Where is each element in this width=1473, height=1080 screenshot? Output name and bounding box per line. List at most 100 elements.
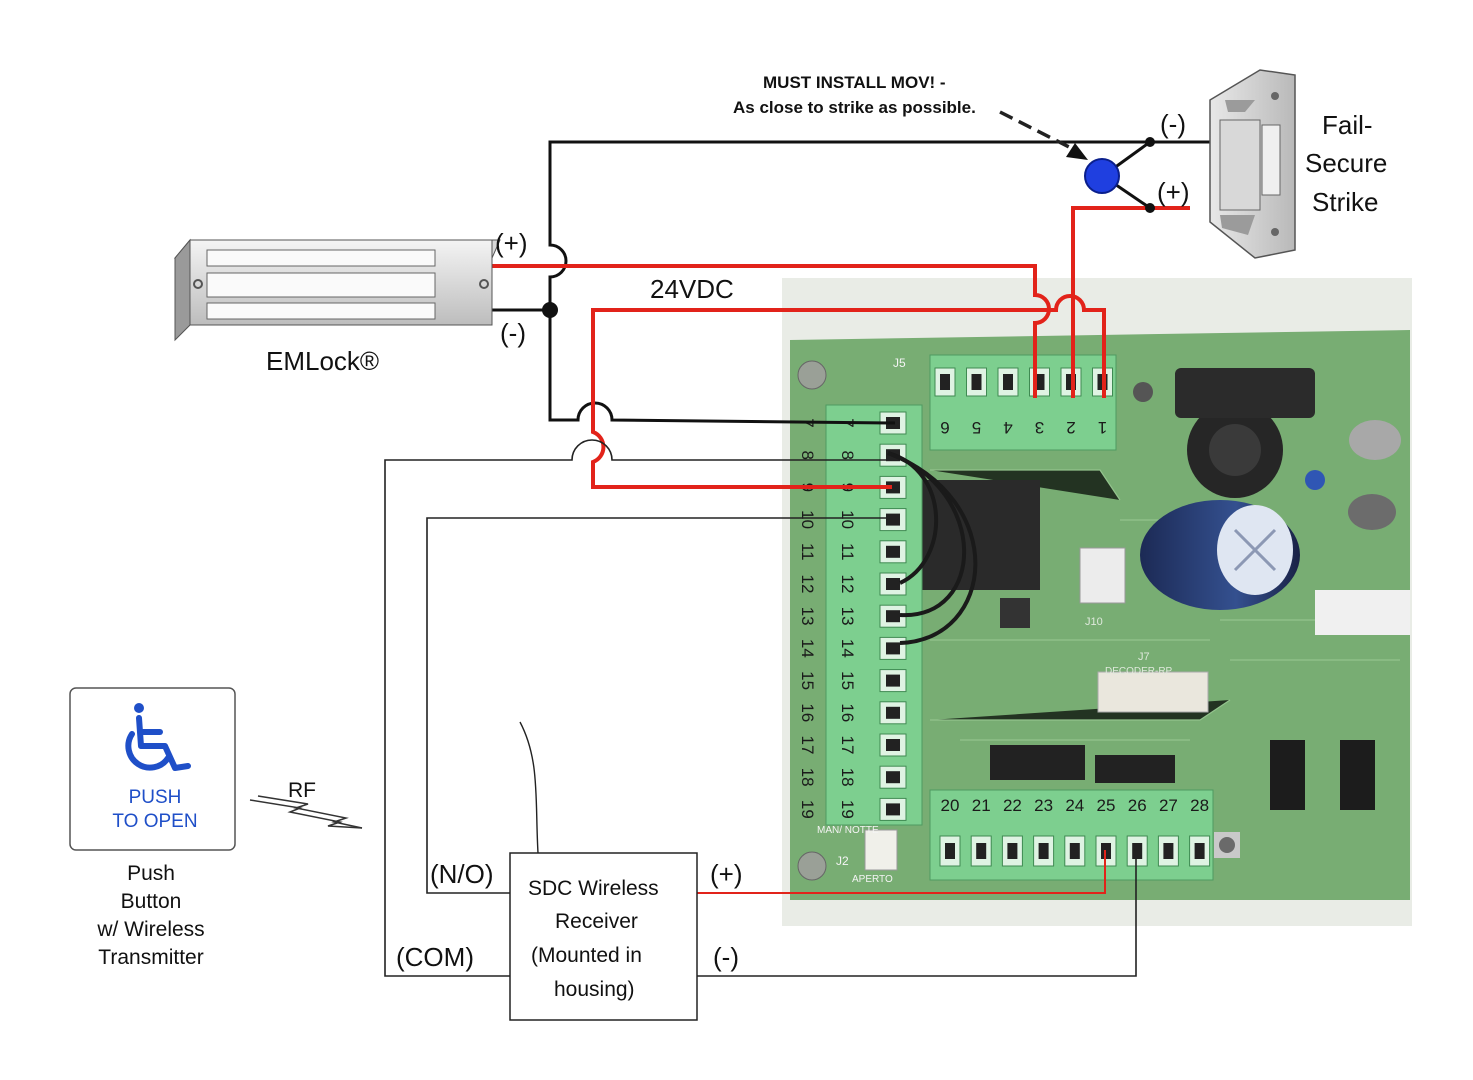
mov-arrow: [999, 110, 1076, 152]
labels: MUST INSTALL MOV! - As close to strike a…: [96, 73, 1387, 1001]
terminal-number: 16: [798, 703, 817, 722]
terminal-26[interactable]: 26: [1126, 796, 1148, 867]
terminal-number: 24: [1065, 796, 1084, 815]
receiver-positive-wire: [697, 850, 1106, 894]
strike-title-line3: Strike: [1312, 187, 1378, 217]
j7-label: J7: [1138, 651, 1150, 663]
relay-rl4: [1095, 755, 1175, 783]
terminal-28[interactable]: 28: [1189, 796, 1211, 867]
emlock-positive-wire: [492, 264, 1051, 398]
ic-chip: [1340, 740, 1375, 810]
no-wire: [426, 517, 893, 894]
board-sticker: [1315, 590, 1410, 635]
j7-sub-label: DECODER-RP: [1105, 666, 1173, 677]
terminal-number: 21: [972, 796, 991, 815]
receiver-label-line1: SDC Wireless: [528, 877, 659, 900]
terminal-number: 13: [798, 607, 817, 626]
receiver-antenna: [519, 721, 539, 854]
strike-title-line2: Secure: [1305, 148, 1387, 178]
receiver-com-label: (COM): [396, 942, 474, 972]
com-wire: [384, 439, 893, 977]
push-caption-line2: Button: [121, 890, 182, 913]
terminal-number: 5: [972, 418, 981, 437]
terminal-number: 16: [838, 703, 857, 722]
terminal-number: 2: [1066, 418, 1075, 437]
emlock-positive-label: (+): [495, 228, 528, 258]
terminal-number: 14: [838, 639, 857, 658]
mov-component: [1084, 158, 1120, 194]
relay: [920, 480, 1040, 590]
negative-bus-wire: [548, 140, 1150, 425]
terminal-4[interactable]: 4: [997, 367, 1019, 437]
terminal-number: 18: [798, 768, 817, 787]
man-notte-label: MAN/ NOTTE: [817, 825, 879, 836]
terminal-number: 19: [798, 800, 817, 819]
aperto-label: APERTO: [852, 874, 893, 885]
terminal-number: 23: [1034, 796, 1053, 815]
terminal-number: 27: [1159, 796, 1178, 815]
terminal-number: 22: [1003, 796, 1022, 815]
j10-label: J10: [1085, 616, 1103, 628]
push-button-text2: TO OPEN: [112, 811, 197, 832]
terminal-22[interactable]: 22: [1001, 796, 1023, 867]
receiver-label-line2: Receiver: [555, 910, 638, 933]
terminal-20[interactable]: 20: [939, 796, 961, 867]
j2-connector: [864, 829, 898, 871]
terminal-21[interactable]: 21: [970, 796, 992, 867]
terminal-5[interactable]: 5: [966, 367, 987, 437]
terminal-6[interactable]: 6: [934, 367, 956, 437]
terminal-number: 4: [1003, 418, 1012, 437]
screw-icon: [479, 279, 489, 289]
terminal-23[interactable]: 23: [1033, 796, 1055, 867]
terminal-number: 8: [798, 450, 817, 459]
mov-arrowhead: [1066, 143, 1088, 160]
inductor: [1175, 368, 1315, 418]
screw-icon: [193, 279, 203, 289]
terminal-24[interactable]: 24: [1064, 796, 1086, 867]
receiver-no-label: (N/O): [430, 859, 494, 889]
terminal-number: 3: [1035, 418, 1044, 437]
mounting-screw: [797, 851, 827, 881]
terminal-number: 20: [941, 796, 960, 815]
receiver-negative-wire: [697, 850, 1137, 977]
wires: [384, 110, 1210, 977]
wireless-receiver: [509, 721, 698, 1021]
j10-connector: [1079, 547, 1126, 604]
strike-negative-label: (-): [1160, 109, 1186, 139]
small-capacitor: [1348, 494, 1396, 530]
mounting-screw: [797, 360, 827, 390]
mov-warning-line1: MUST INSTALL MOV! -: [763, 73, 946, 92]
terminal-number: 28: [1190, 796, 1209, 815]
supply-24vdc-wire: [591, 294, 1106, 489]
wheelchair-icon: [125, 703, 191, 771]
small-capacitor: [1349, 420, 1401, 460]
voltage-label: 24VDC: [650, 274, 734, 304]
push-caption-line1: Push: [127, 862, 175, 885]
relay-rl5: [990, 745, 1085, 780]
receiver-box: [509, 852, 698, 1021]
terminal-13[interactable]: 13 13: [798, 604, 907, 628]
terminal-number: 12: [798, 575, 817, 594]
push-caption-line3: w/ Wireless: [96, 918, 204, 941]
emlock-name: EMLock®: [266, 346, 379, 376]
terminal-27[interactable]: 27: [1157, 796, 1179, 867]
terminal-number: 17: [798, 736, 817, 755]
jumper-wires: [887, 451, 978, 645]
j5-label: J5: [893, 356, 906, 370]
terminal-number: 13: [838, 607, 857, 626]
transistor: [1000, 598, 1030, 628]
strike-title-line1: Fail-: [1322, 110, 1373, 140]
mov-warning-line2: As close to strike as possible.: [733, 98, 976, 117]
controller-board: J7 DECODER-RP J10 J2 MAN/ NOTTE APERTO J…: [782, 278, 1412, 926]
